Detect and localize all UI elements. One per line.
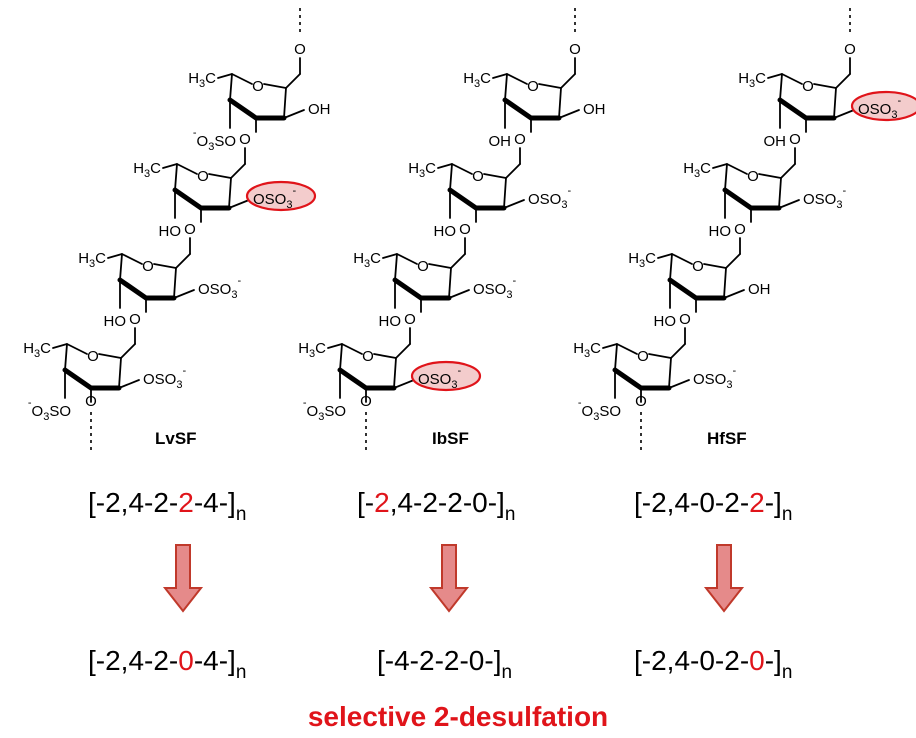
c4-substituent: OH <box>764 133 787 150</box>
methyl-label: H3C <box>298 340 326 360</box>
methyl-label: H3C <box>133 160 161 180</box>
glycosidic-oxygen: O <box>569 41 581 58</box>
desulfation-site-highlight <box>850 90 916 122</box>
c4-substituent: HO <box>709 223 732 240</box>
glycosidic-oxygen: O <box>789 131 801 148</box>
ring-oxygen: O <box>87 348 99 365</box>
glycosidic-oxygen: O <box>679 311 691 328</box>
desulfation-site-highlight <box>410 360 482 392</box>
c4-substituent: OH <box>489 133 512 150</box>
glycosidic-oxygen: O <box>360 393 372 410</box>
ring-oxygen: O <box>362 348 374 365</box>
formula-after: [-4-2-2-0-]n <box>377 645 512 683</box>
c4-substituent: HO <box>379 313 402 330</box>
down-arrow-icon <box>428 544 470 613</box>
methyl-label: H3C <box>353 250 381 270</box>
glycosidic-oxygen: O <box>635 393 647 410</box>
glycosidic-oxygen: O <box>844 41 856 58</box>
c4-substituent: -O3SO <box>303 397 346 423</box>
structure-hfsf: HfSF [-2,4-0-2-2-]n [-2,4-0-2-0-]n O O H3C… <box>573 8 916 683</box>
formula-before: [-2,4-2-2-4-]n <box>88 487 246 525</box>
glycosidic-oxygen: O <box>514 131 526 148</box>
arrows <box>162 544 745 613</box>
ring-oxygen: O <box>692 258 704 275</box>
methyl-label: H3C <box>188 70 216 90</box>
fucose-unit: O O H3C OSO3- HO <box>408 131 571 240</box>
c2-substituent: OSO3- <box>803 185 846 211</box>
structure-label: HfSF <box>707 429 747 448</box>
ring-oxygen: O <box>802 78 814 95</box>
fucose-unit: O O H3C OSO3- OH <box>738 41 916 150</box>
desulfation-site-highlight <box>245 180 317 212</box>
c2-substituent: OH <box>748 281 771 298</box>
methyl-label: H3C <box>628 250 656 270</box>
c4-substituent: -O3SO <box>28 397 71 423</box>
c2-substituent: OSO3- <box>253 185 296 211</box>
fucose-unit: O O H3C OH HO <box>628 221 770 330</box>
formula-before: [-2,4-2-2-0-]n <box>357 487 515 525</box>
ring-oxygen: O <box>142 258 154 275</box>
fucose-unit: O O H3C OSO3- HO <box>78 221 241 330</box>
ring-oxygen: O <box>527 78 539 95</box>
glycosidic-oxygen: O <box>239 131 251 148</box>
methyl-label: H3C <box>408 160 436 180</box>
fucose-unit: O O H3C OSO3- -O3SO <box>23 311 186 423</box>
c2-substituent: OH <box>583 101 606 118</box>
c4-substituent: HO <box>654 313 677 330</box>
caption: selective 2-desulfation <box>308 701 608 732</box>
glycosidic-oxygen: O <box>404 311 416 328</box>
fucose-unit: O O H3C OSO3- HO <box>353 221 516 330</box>
methyl-label: H3C <box>573 340 601 360</box>
c2-substituent: OSO3- <box>418 365 461 391</box>
c2-substituent: OH <box>308 101 331 118</box>
glycosidic-oxygen: O <box>129 311 141 328</box>
ring-oxygen: O <box>252 78 264 95</box>
c2-substituent: OSO3- <box>858 95 901 121</box>
fucose-unit: O O H3C OH -O3SO <box>188 41 330 153</box>
c4-substituent: -O3SO <box>578 397 621 423</box>
glycosidic-oxygen: O <box>734 221 746 238</box>
methyl-label: H3C <box>463 70 491 90</box>
structure-ibsf: IbSF [-2,4-2-2-0-]n [-4-2-2-0-]n OOH3COH… <box>298 8 606 683</box>
methyl-label: H3C <box>738 70 766 90</box>
formula-after: [-2,4-2-0-4-]n <box>88 645 246 683</box>
fucose-unit: O O H3C OSO3- HO <box>683 131 846 240</box>
glycosidic-oxygen: O <box>459 221 471 238</box>
glycosidic-oxygen: O <box>85 393 97 410</box>
methyl-label: H3C <box>683 160 711 180</box>
glycosidic-oxygen: O <box>184 221 196 238</box>
c4-substituent: -O3SO <box>193 127 236 153</box>
structure-label: LvSF <box>155 429 197 448</box>
c2-substituent: OSO3- <box>473 275 516 301</box>
c2-substituent: OSO3- <box>693 365 736 391</box>
c2-substituent: OSO3- <box>528 185 571 211</box>
c2-substituent: OSO3- <box>143 365 186 391</box>
fucose-unit: O O H3C OSO3- HO <box>133 131 317 240</box>
formula-after: [-2,4-0-2-0-]n <box>634 645 792 683</box>
methyl-label: H3C <box>78 250 106 270</box>
formula-before: [-2,4-0-2-2-]n <box>634 487 792 525</box>
ring-oxygen: O <box>637 348 649 365</box>
fucose-unit: O O H3C OSO3- -O3SO <box>298 311 482 423</box>
structure-lvsf: LvSF [-2,4-2-2-4-]n [-2,4-2-0-4-]n O O H3C… <box>23 8 331 683</box>
c4-substituent: HO <box>104 313 127 330</box>
ring-oxygen: O <box>417 258 429 275</box>
down-arrow-icon <box>703 544 745 613</box>
methyl-label: H3C <box>23 340 51 360</box>
c4-substituent: HO <box>434 223 457 240</box>
fucose-unit: O O H3C OH OH <box>463 41 605 150</box>
ring-oxygen: O <box>472 168 484 185</box>
ring-oxygen: O <box>197 168 209 185</box>
structure-label: IbSF <box>432 429 469 448</box>
c4-substituent: HO <box>159 223 182 240</box>
down-arrow-icon <box>162 544 204 613</box>
ring-oxygen: O <box>747 168 759 185</box>
c2-substituent: OSO3- <box>198 275 241 301</box>
glycosidic-oxygen: O <box>294 41 306 58</box>
fucose-unit: O O H3C OSO3- -O3SO <box>573 311 736 423</box>
